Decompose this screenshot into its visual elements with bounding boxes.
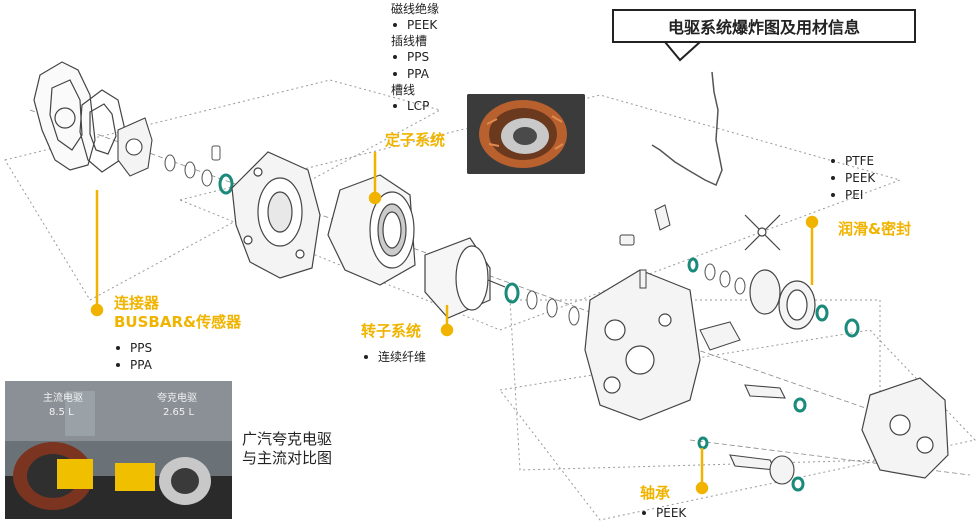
material-item: PPS (391, 49, 439, 66)
left-overlay-label: 主流电驱 (43, 393, 83, 404)
bullet-icon (831, 175, 835, 180)
material-item: LCP (391, 98, 439, 115)
rotor (424, 237, 506, 319)
motor-housing (231, 151, 321, 279)
stator-photo (467, 94, 585, 174)
bullet-icon (116, 345, 120, 350)
rotor-washers (526, 290, 580, 326)
caption-line-1: 广汽夸克电驱 (242, 430, 333, 448)
material-item: PEEK (391, 17, 439, 34)
bullet-icon (393, 54, 397, 59)
stator-label: 定子系统 (385, 131, 446, 149)
bullet-icon (364, 354, 368, 359)
right-overlay-label: 夸克电驱 (157, 393, 197, 404)
gear-assembly (744, 214, 816, 330)
title-pointer (664, 41, 701, 62)
gearbox-housing (584, 269, 701, 421)
caption-line-2: 与主流对比图 (242, 449, 333, 467)
left-overlay-value: 8.5 L (49, 407, 74, 418)
bullet-icon (831, 158, 835, 163)
stator-group-header: 槽线 (391, 83, 416, 97)
diagram-title: 电驱系统爆炸图及用材信息 (612, 9, 916, 43)
comparison-caption: 广汽夸克电驱 与主流对比图 (242, 430, 332, 468)
material-item: PPA (391, 66, 439, 83)
bearing-materials: PEEK (640, 505, 686, 522)
bracket (117, 117, 153, 177)
material-item: PPA (114, 357, 152, 374)
material-item: 连续纤维 (362, 349, 426, 366)
lubrication-materials: PTFE PEEK PEI (829, 153, 875, 204)
right-overlay-value: 2.65 L (163, 407, 195, 418)
material-item: PEEK (829, 170, 875, 187)
connector-label: 连接器 (114, 294, 160, 312)
connector-materials: PPS PPA (114, 340, 152, 374)
material-item: PEI (829, 187, 875, 204)
seal-ring (218, 173, 234, 195)
material-item: PTFE (829, 153, 875, 170)
seal-ring (504, 282, 520, 304)
shafts (729, 384, 795, 485)
rotor-materials: 连续纤维 (362, 349, 426, 366)
bullet-icon (393, 71, 397, 76)
stator (327, 174, 416, 286)
material-item: PEEK (640, 505, 686, 522)
lubrication-label: 润滑&密封 (838, 220, 912, 238)
bullet-icon (831, 192, 835, 197)
bearing-label: 轴承 (640, 484, 671, 502)
bullet-icon (393, 103, 397, 108)
connector-label-2: BUSBAR&传感器 (114, 313, 242, 331)
bullet-icon (393, 22, 397, 27)
stator-group-header: 磁线绝缘 (391, 2, 440, 16)
coolant-tube (651, 71, 723, 187)
washers-right (704, 263, 746, 295)
small-parts (619, 204, 741, 351)
end-cover (33, 61, 96, 171)
material-item: PPS (114, 340, 152, 357)
right-cover (861, 377, 949, 479)
bullet-icon (642, 510, 646, 515)
stator-group-header: 插线槽 (391, 34, 428, 48)
bullet-icon (116, 362, 120, 367)
stator-materials: 磁线绝缘 PEEK 插线槽 PPS PPA 槽线 LCP (391, 2, 439, 115)
rotor-label: 转子系统 (361, 322, 422, 340)
washers-left (164, 145, 221, 187)
comparison-photo: 主流电驱 8.5 L 夸克电驱 2.65 L (5, 381, 232, 519)
callouts (90, 152, 819, 495)
